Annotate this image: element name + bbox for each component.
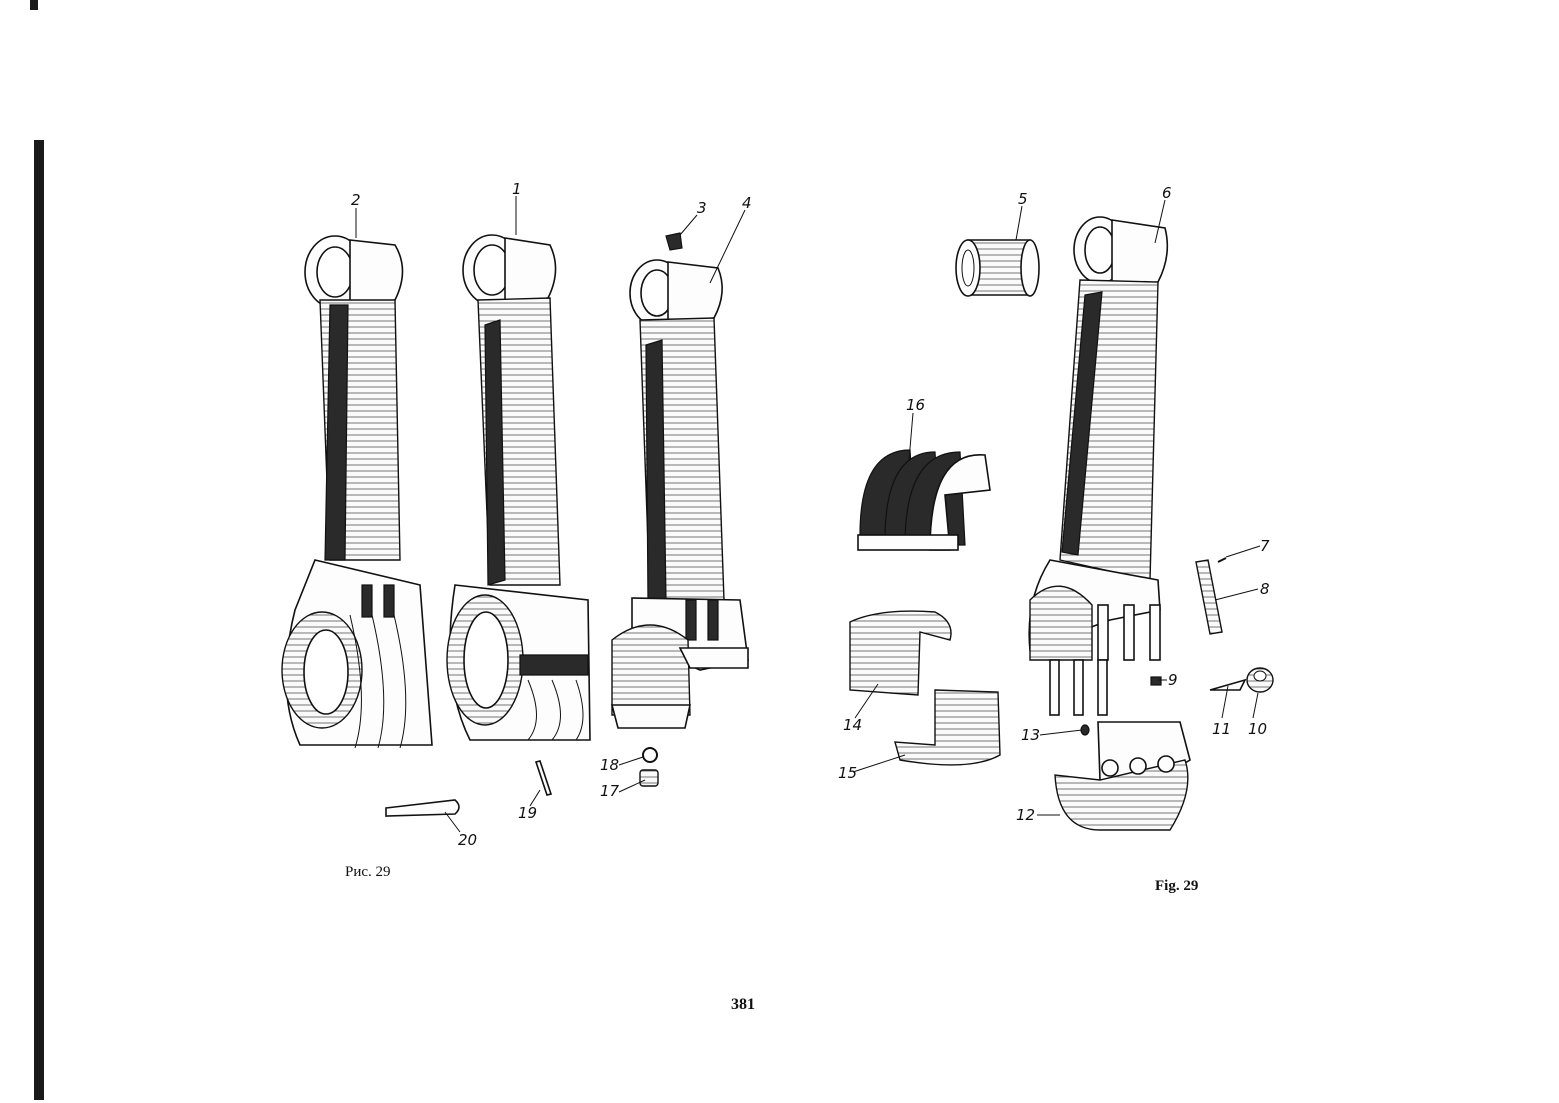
leader-lines — [355, 196, 1261, 833]
part-12-rod-cap — [1054, 721, 1191, 831]
callout-10: 10 — [1248, 720, 1267, 738]
part-6-connecting-rod — [1028, 216, 1169, 716]
part-16-bearing-shells — [857, 449, 991, 551]
part-1-connecting-rod — [446, 234, 591, 741]
part-19-pin — [534, 760, 553, 796]
part-7-cotter — [1217, 557, 1227, 563]
part-2-connecting-rod — [281, 235, 433, 749]
part-8-stud — [1195, 559, 1223, 635]
callout-14: 14 — [843, 716, 862, 734]
callout-9: 9 — [1168, 671, 1178, 689]
callout-4: 4 — [742, 194, 752, 212]
callout-8: 8 — [1260, 580, 1270, 598]
part-10-castle-nut — [1246, 667, 1274, 693]
callout-2: 2 — [351, 191, 361, 209]
callout-6: 6 — [1162, 184, 1172, 202]
callout-16: 16 — [906, 396, 925, 414]
part-17-nut — [639, 769, 659, 787]
part-4-connecting-rod — [610, 259, 749, 729]
caption-en: Fig. 29 — [1155, 878, 1199, 894]
part-15-bearing-shell — [894, 689, 1001, 766]
caption-ru: Рис. 29 — [345, 864, 391, 880]
callout-17: 17 — [600, 782, 620, 800]
part-20-tapered-pin — [385, 799, 460, 817]
callout-1: 1 — [512, 180, 522, 198]
binding-edge — [34, 140, 44, 1100]
part-18-ring — [642, 747, 658, 763]
scan-mark — [30, 0, 38, 10]
callout-12: 12 — [1016, 806, 1035, 824]
part-5-bushing — [955, 239, 1040, 297]
callout-5: 5 — [1018, 190, 1028, 208]
callout-18: 18 — [600, 756, 619, 774]
callout-15: 15 — [838, 764, 857, 782]
callout-19: 19 — [518, 804, 537, 822]
callout-13: 13 — [1021, 726, 1040, 744]
part-13-bolt — [1080, 724, 1090, 736]
callout-labels: 2 1 3 4 5 6 7 8 9 10 11 12 13 14 15 16 1… — [351, 180, 1270, 849]
part-14-bearing-shell — [849, 610, 952, 696]
part-3-screw — [665, 232, 683, 251]
page-number: 381 — [731, 996, 755, 1013]
callout-11: 11 — [1212, 720, 1231, 738]
part-11-split-pin — [1209, 678, 1247, 691]
callout-7: 7 — [1260, 537, 1270, 555]
part-9-pin — [1150, 676, 1162, 686]
callout-3: 3 — [697, 199, 707, 217]
callout-20: 20 — [458, 831, 477, 849]
